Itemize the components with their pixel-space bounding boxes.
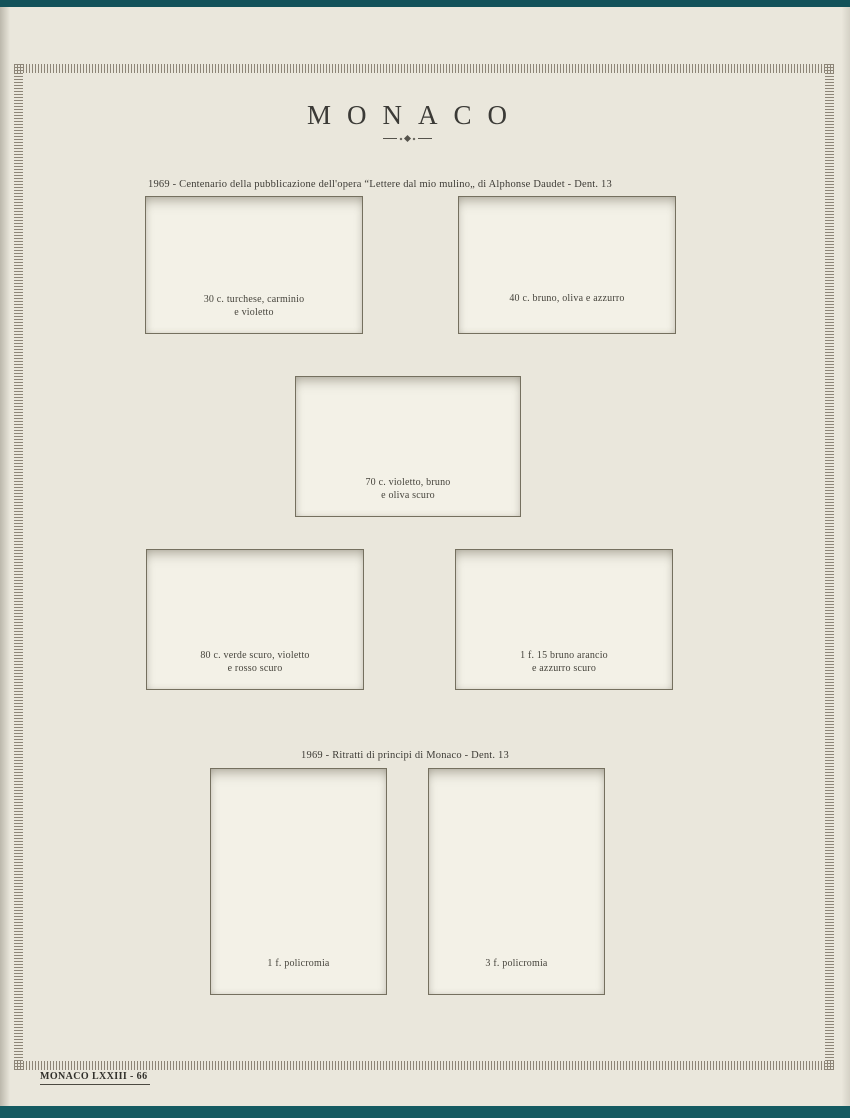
ornament-diamond — [403, 134, 411, 143]
section-caption-ritratti: 1969 - Ritratti di principi di Monaco - … — [301, 750, 509, 761]
stamp-slot-3f: 3 f. policromia — [428, 768, 605, 995]
stamp-slot-30c: 30 c. turchese, carminio e violetto — [145, 196, 363, 334]
stamp-label: 1 f. 15 bruno arancio e azzurro scuro — [520, 650, 608, 674]
stamp-slot-1f15: 1 f. 15 bruno arancio e azzurro scuro — [455, 549, 673, 690]
ornament-line — [417, 138, 432, 139]
border-strip-top — [14, 64, 834, 73]
border-strip-left — [14, 64, 23, 1070]
stamp-label: 40 c. bruno, oliva e azzurro — [509, 293, 625, 304]
stamp-slot-1f: 1 f. policromia — [210, 768, 387, 995]
stamp-slot-40c: 40 c. bruno, oliva e azzurro — [458, 196, 676, 334]
decorative-border — [14, 64, 834, 1070]
stamp-label: 70 c. violetto, bruno e oliva scuro — [365, 477, 451, 501]
page-edge-shadow-left — [0, 7, 12, 1106]
stamp-slot-80c: 80 c. verde scuro, violetto e rosso scur… — [146, 549, 364, 690]
border-strip-bottom — [14, 1061, 834, 1070]
ornament-dot — [399, 137, 402, 140]
stamp-label: 30 c. turchese, carminio e violetto — [203, 294, 305, 318]
stamp-slot-70c: 70 c. violetto, bruno e oliva scuro — [295, 376, 521, 517]
title-ornament-icon — [0, 134, 814, 143]
ornament-dot — [412, 137, 415, 140]
page-bottom-edge — [0, 1106, 850, 1118]
stamp-label: 80 c. verde scuro, violetto e rosso scur… — [200, 650, 310, 674]
page-title: MONACO — [306, 100, 523, 130]
stamp-label: 1 f. policromia — [267, 958, 330, 969]
border-strip-right — [825, 64, 834, 1070]
ornament-line — [382, 138, 397, 139]
page-edge-shadow-right — [840, 7, 850, 1106]
page-footer: MONACO LXXIII - 66 — [40, 1071, 151, 1085]
page-top-edge — [0, 0, 850, 7]
section-caption-centenario: 1969 - Centenario della pubblicazione de… — [148, 179, 612, 190]
stamp-label: 3 f. policromia — [485, 958, 548, 969]
